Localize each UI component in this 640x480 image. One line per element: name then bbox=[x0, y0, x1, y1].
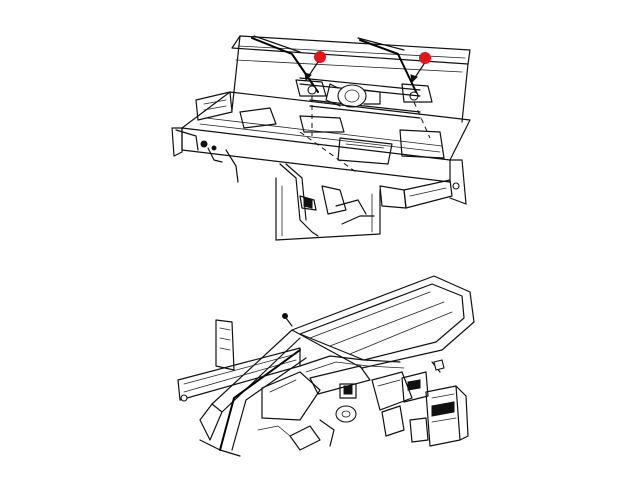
wiper-motor bbox=[325, 83, 381, 108]
dashed-leaders bbox=[299, 96, 431, 173]
right-bay-components bbox=[401, 371, 469, 447]
hood-cowl-view bbox=[177, 275, 475, 457]
right-body-structure bbox=[379, 159, 467, 209]
nut-icon bbox=[433, 359, 445, 371]
left-cowl-structure bbox=[177, 319, 301, 457]
callout-dot bbox=[314, 51, 326, 63]
wiper-linkage-view bbox=[171, 35, 471, 241]
wiring-harness bbox=[279, 163, 375, 237]
firewall bbox=[275, 177, 381, 241]
hinge-hardware bbox=[282, 313, 445, 373]
bolt-icon bbox=[282, 313, 288, 319]
engine-bay-components bbox=[261, 365, 413, 451]
left-body-structure bbox=[171, 127, 239, 183]
callout-right-wiper-pivot bbox=[410, 52, 431, 84]
windshield-frame bbox=[231, 35, 471, 123]
callout-left-wiper-pivot bbox=[304, 51, 326, 82]
callout-dot bbox=[419, 52, 431, 64]
left-pivot-icon bbox=[307, 85, 317, 95]
cowl-panel bbox=[181, 91, 471, 183]
cowl-wiring bbox=[257, 355, 405, 437]
